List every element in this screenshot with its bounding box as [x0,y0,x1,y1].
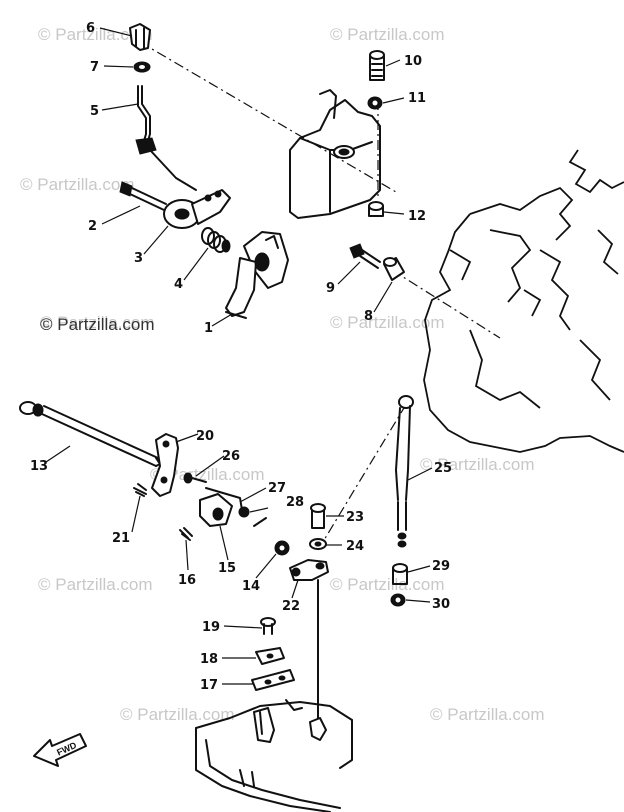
watermark-layer: © Partzilla.com © Partzilla.com © Partzi… [20,25,545,724]
callout-6: 6 [86,21,95,36]
watermark: © Partzilla.com [330,313,445,332]
part-29-sleeve [392,563,408,585]
leader-lines [45,27,433,685]
part-25-rod [395,395,414,548]
callout-21: 21 [112,531,130,546]
watermark: © Partzilla.com [150,465,265,484]
fwd-arrow: FWD [33,733,87,767]
callout-24: 24 [346,539,364,554]
part-14-collar [274,540,290,556]
centerline [139,41,397,193]
callout-26: 26 [222,449,240,464]
part-22-link [289,559,329,721]
part-28-pin [253,517,267,527]
part-23-bolt [310,503,326,529]
part-18-plate [255,647,285,665]
watermark: © Partzilla.com [120,705,235,724]
part-1-arm [225,231,289,319]
centerline [317,397,411,551]
part-10-bolt [369,50,385,81]
callout-17: 17 [200,678,218,693]
part-12-collar [368,201,384,217]
callout-18: 18 [200,652,218,667]
part-15-block [199,487,243,527]
callouts: 6 7 5 2 3 4 1 10 11 12 9 8 13 20 26 21 2… [30,21,452,693]
callout-15: 15 [218,561,236,576]
callout-22: 22 [282,599,300,614]
watermark: © Partzilla.com [40,313,155,332]
callout-28: 28 [286,495,304,510]
callout-9: 9 [326,281,335,296]
part-8-bushing [383,257,405,281]
part-4-spring [201,227,231,253]
callout-2: 2 [88,219,97,234]
callout-27: 27 [268,481,286,496]
part-5-rod [135,85,197,191]
part-27-nut [238,506,250,518]
watermark-primary: © Partzilla.com [40,315,155,334]
callout-5: 5 [90,104,99,119]
part-3-lever [163,189,231,229]
callout-30: 30 [432,597,450,612]
callout-8: 8 [364,309,373,324]
watermark: © Partzilla.com [420,455,535,474]
callout-29: 29 [432,559,450,574]
part-20-plate [151,433,179,497]
callout-20: 20 [196,429,214,444]
watermark: © Partzilla.com [38,25,153,44]
callout-3: 3 [134,251,143,266]
callout-13: 13 [30,459,48,474]
part-9-bolt [349,243,381,269]
callout-10: 10 [404,54,422,69]
callout-11: 11 [408,91,426,106]
callout-4: 4 [174,277,183,292]
part-16-screw [179,527,193,541]
callout-25: 25 [434,461,452,476]
callout-19: 19 [202,620,220,635]
part-26-bolt [183,472,207,484]
callout-23: 23 [346,510,364,525]
callout-16: 16 [178,573,196,588]
centerline [391,269,501,339]
callout-12: 12 [408,209,426,224]
watermark: © Partzilla.com [38,575,153,594]
part-21-screw [133,483,147,497]
part-19-screw [260,617,276,635]
part-2-bolt [119,181,167,211]
part-17-plate [251,669,295,691]
watermark: © Partzilla.com [20,175,135,194]
bottom-cowling [195,699,353,812]
bracket [289,89,381,219]
part-24-washer [309,538,327,550]
callout-14: 14 [242,579,260,594]
engine-block [423,149,624,453]
watermark: © Partzilla.com [330,575,445,594]
callout-1: 1 [204,321,213,336]
watermark: © Partzilla.com [330,25,445,44]
watermark: © Partzilla.com [430,705,545,724]
part-13-shaft [19,401,161,467]
part-6-clip [129,23,151,51]
callout-7: 7 [90,60,99,75]
